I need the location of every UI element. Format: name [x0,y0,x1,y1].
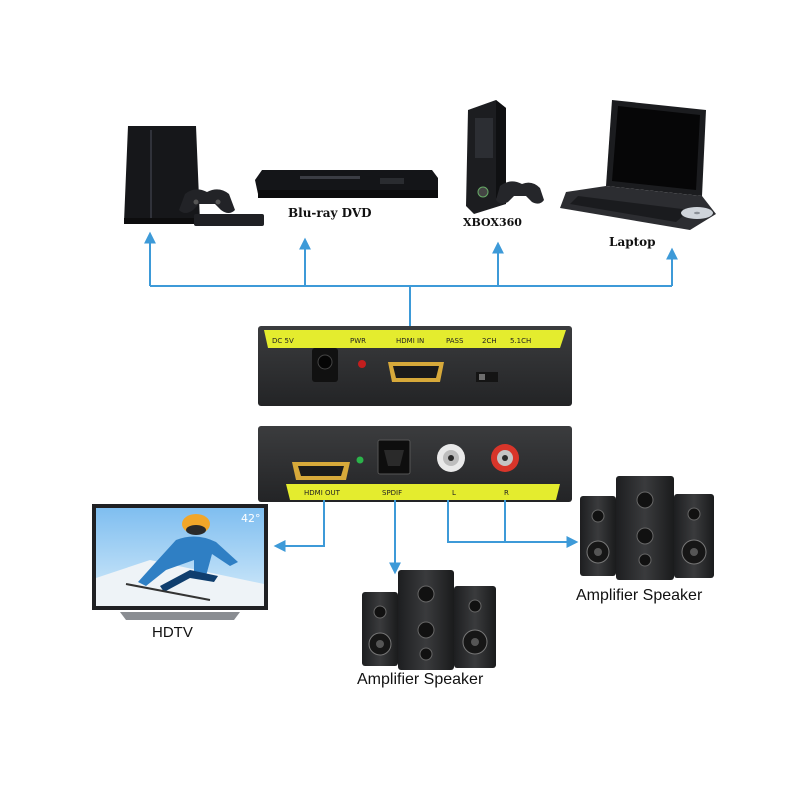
output-label-spdif: SPDIF [382,489,402,497]
input-label-dc: DC 5V [272,337,294,345]
output-label-r: R [504,489,509,497]
xbox360-icon [466,100,544,214]
input-panel-labels: DC 5V PWR HDMI IN PASS 2CH 5.1CH [272,337,531,345]
output-panel: HDMI OUT SPDIF L R [258,426,572,502]
input-connector-lines [144,231,678,375]
speaker-center-label: Amplifier Speaker [357,671,484,688]
output-connector-lines [273,500,579,575]
speaker-right-label: Amplifier Speaker [576,587,703,604]
speaker-icon [362,570,496,670]
input-label-51ch: 5.1CH [510,337,531,345]
input-label-2ch: 2CH [482,337,497,345]
bluray-player-icon [255,170,438,198]
toslink-port-icon [377,439,411,475]
tv-channel-text: 42° [241,512,261,525]
hdmi-port-icon [388,362,444,382]
output-label-l: L [452,489,456,497]
xbox-label: XBOX360 [463,216,522,229]
input-panel: DC 5V PWR HDMI IN PASS 2CH 5.1CH [258,326,572,406]
rca-port-icon [491,444,519,472]
input-label-pwr: PWR [350,337,366,345]
input-label-hdmi-in: HDMI IN [396,337,424,345]
output-label-hdmi-out: HDMI OUT [304,489,341,497]
laptop-label: Laptop [609,235,656,249]
hdtv-label: HDTV [152,624,193,641]
laptop-icon [560,100,716,230]
speaker-icon [580,476,714,580]
mode-switch-icon [476,372,498,382]
input-label-pass: PASS [446,337,464,345]
hdtv-icon [92,504,268,620]
hdmi-port-icon [292,462,350,480]
output-panel-labels: HDMI OUT SPDIF L R [304,489,509,497]
power-led-icon [358,360,366,368]
rca-port-icon [437,444,465,472]
ps4-console-icon [124,126,264,226]
bluray-label: Blu-ray DVD [288,206,372,220]
status-led-icon [356,456,364,464]
